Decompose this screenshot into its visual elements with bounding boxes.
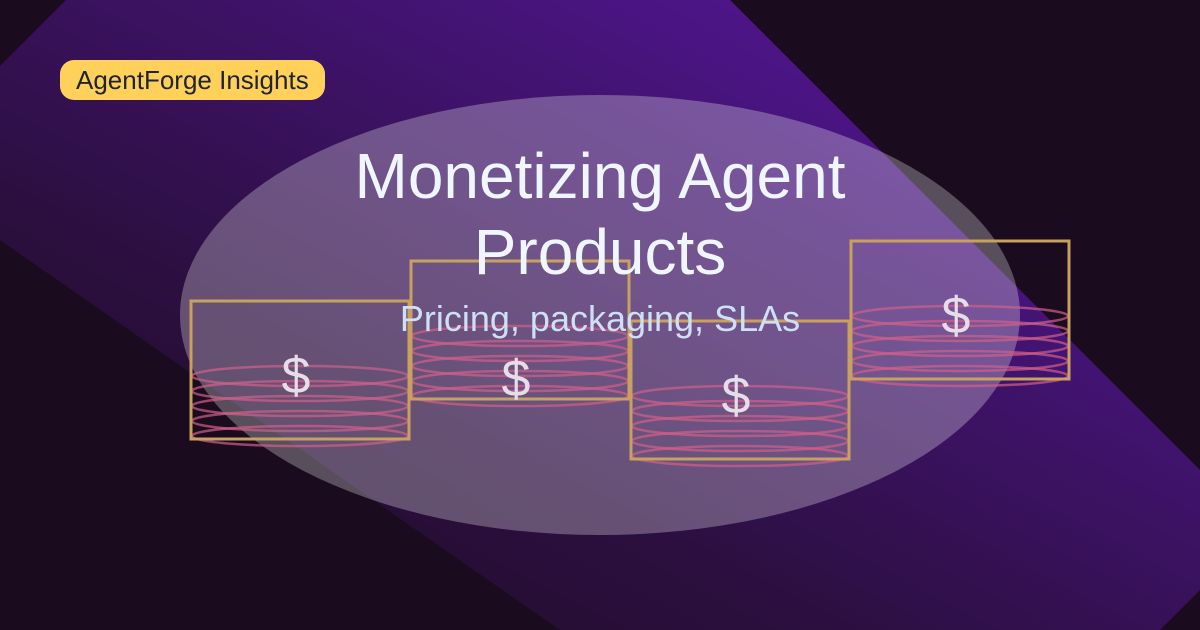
page-subtitle: Pricing, packaging, SLAs bbox=[399, 298, 801, 339]
dollar-symbol: $ bbox=[502, 350, 531, 408]
dollar-coin-stack-icon: $ bbox=[409, 259, 631, 408]
dollar-coin-stack-icon: $ bbox=[849, 239, 1071, 388]
coin-box bbox=[189, 299, 411, 441]
coin-box bbox=[629, 319, 851, 461]
dollar-symbol: $ bbox=[942, 287, 971, 345]
brand-badge: AgentForge Insights bbox=[60, 60, 325, 100]
spotlight-ellipse bbox=[180, 95, 1020, 535]
coin-box bbox=[409, 259, 631, 401]
coin-box bbox=[849, 239, 1071, 381]
dollar-coin-stack-icon: $ bbox=[629, 319, 851, 468]
dollar-symbol: $ bbox=[282, 347, 311, 405]
page-title: Monetizing Agent Products bbox=[354, 140, 846, 288]
dollar-coin-stack-icon: $ bbox=[189, 299, 411, 448]
dollar-symbol: $ bbox=[722, 367, 751, 425]
